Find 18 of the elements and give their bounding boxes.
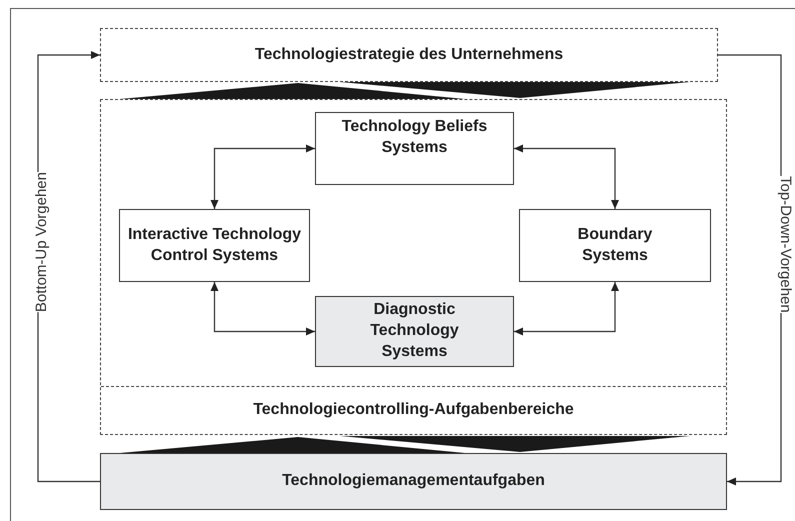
process-box xyxy=(315,112,514,185)
connector-arrow xyxy=(514,282,619,336)
node-text: Diagnostic Technology Systems xyxy=(369,300,460,362)
strategy-box xyxy=(100,28,718,82)
node-text: Technologiemanagementaufgaben xyxy=(282,471,545,492)
process-box xyxy=(119,209,310,282)
highlighted-box xyxy=(100,453,727,510)
connector-arrow xyxy=(210,144,315,209)
process-box xyxy=(519,209,711,282)
highlighted-box xyxy=(315,296,514,367)
node-text: Technologiecontrolling-Aufgabenbereiche xyxy=(253,400,574,420)
node-text: Boundary Systems xyxy=(576,224,654,266)
node-text: Technology Beliefs Systems xyxy=(340,117,488,158)
connector-arrow xyxy=(210,282,315,336)
node-text: Technologiestrategie des Unternehmens xyxy=(254,44,564,65)
dashed-container xyxy=(100,99,727,435)
node-text: Interactive Technology Control Systems xyxy=(126,224,302,266)
connector-arrow xyxy=(514,144,619,209)
